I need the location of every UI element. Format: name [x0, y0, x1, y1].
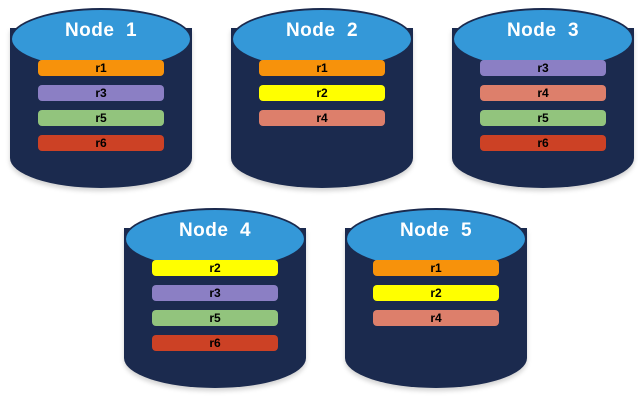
shard-list: r1 r2 r4 — [373, 260, 499, 326]
shard-replica[interactable]: r3 — [38, 85, 164, 101]
shard-replica[interactable]: r5 — [38, 110, 164, 126]
cylinder-top-ellipse — [345, 208, 527, 270]
node-label: Node 5 — [399, 220, 473, 241]
shard-replica[interactable]: r4 — [480, 85, 606, 101]
shard-replica[interactable]: r4 — [259, 110, 385, 126]
shard-replica[interactable]: r3 — [480, 60, 606, 76]
database-node[interactable]: Node 1 r1 r3 r5 r6 — [10, 8, 192, 194]
shard-list: r1 r3 r5 r6 — [38, 60, 164, 151]
node-label: Node 2 — [285, 20, 359, 41]
shard-replica[interactable]: r2 — [259, 85, 385, 101]
shard-replica[interactable]: r2 — [152, 260, 278, 276]
shard-replica[interactable]: r2 — [373, 285, 499, 301]
database-node[interactable]: Node 2 r1 r2 r4 — [231, 8, 413, 194]
cylinder-top-ellipse — [231, 8, 413, 70]
node-label: Node 3 — [506, 20, 580, 41]
shard-replica[interactable]: r6 — [38, 135, 164, 151]
shard-replica[interactable]: r4 — [373, 310, 499, 326]
shard-replica[interactable]: r1 — [259, 60, 385, 76]
shard-replica[interactable]: r5 — [152, 310, 278, 326]
shard-replica[interactable]: r5 — [480, 110, 606, 126]
shard-replica[interactable]: r1 — [38, 60, 164, 76]
cylinder-top-ellipse — [10, 8, 192, 70]
shard-replica[interactable]: r6 — [480, 135, 606, 151]
database-node[interactable]: Node 4 r2 r3 r5 r6 — [124, 208, 306, 394]
node-label: Node 4 — [178, 220, 252, 241]
database-node[interactable]: Node 5 r1 r2 r4 — [345, 208, 527, 394]
node-label: Node 1 — [64, 20, 138, 41]
shard-list: r2 r3 r5 r6 — [152, 260, 278, 351]
shard-list: r1 r2 r4 — [259, 60, 385, 126]
shard-replica[interactable]: r6 — [152, 335, 278, 351]
shard-replica[interactable]: r1 — [373, 260, 499, 276]
shard-replica[interactable]: r3 — [152, 285, 278, 301]
database-node[interactable]: Node 3 r3 r4 r5 r6 — [452, 8, 634, 194]
shard-list: r3 r4 r5 r6 — [480, 60, 606, 151]
